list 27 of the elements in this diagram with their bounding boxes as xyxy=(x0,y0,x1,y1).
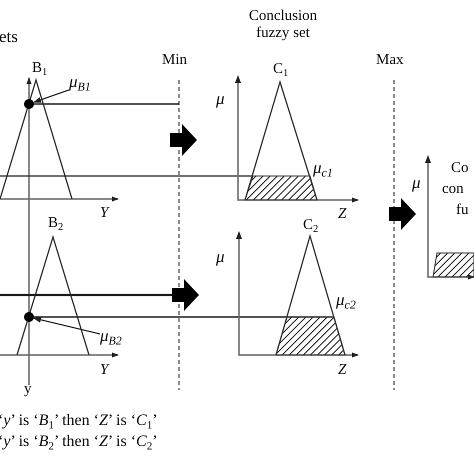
axis-label: Z xyxy=(338,206,346,222)
leader-line xyxy=(33,316,100,335)
axis-label: Y xyxy=(100,205,108,222)
axis-label: Min xyxy=(162,52,188,68)
leader-line xyxy=(33,89,70,103)
axis-label: μ xyxy=(216,90,225,109)
intersection-dot xyxy=(24,99,34,109)
intersection-dot xyxy=(24,312,34,322)
set-label: C$_{2}$ xyxy=(303,217,318,236)
membership-label: μ$_{B2}$ xyxy=(100,327,134,349)
axis-label: Y xyxy=(100,362,108,378)
heading-text: con xyxy=(442,181,464,198)
heading-text: Co xyxy=(451,160,469,176)
axis-label: μ xyxy=(216,248,225,267)
axis-label: μ xyxy=(412,174,421,193)
heading-text: ets xyxy=(0,28,18,47)
set-label: C$_{1}$ xyxy=(273,61,288,80)
membership-label: μ$_{c2}$ xyxy=(336,291,356,312)
membership-label: μ$_{c1}$ xyxy=(313,159,333,180)
heading-text: Conclusion fuzzy set xyxy=(248,8,318,41)
set-label: B$_{2}$ xyxy=(48,215,64,234)
heading-text: fu xyxy=(456,202,468,218)
axis-label: y xyxy=(24,381,32,398)
axis-label: Max xyxy=(376,52,404,68)
membership-label: μ$_{B1}$ xyxy=(69,73,103,95)
axis-label: Z xyxy=(338,362,346,378)
set-label: B$_{1}$ xyxy=(32,60,48,79)
